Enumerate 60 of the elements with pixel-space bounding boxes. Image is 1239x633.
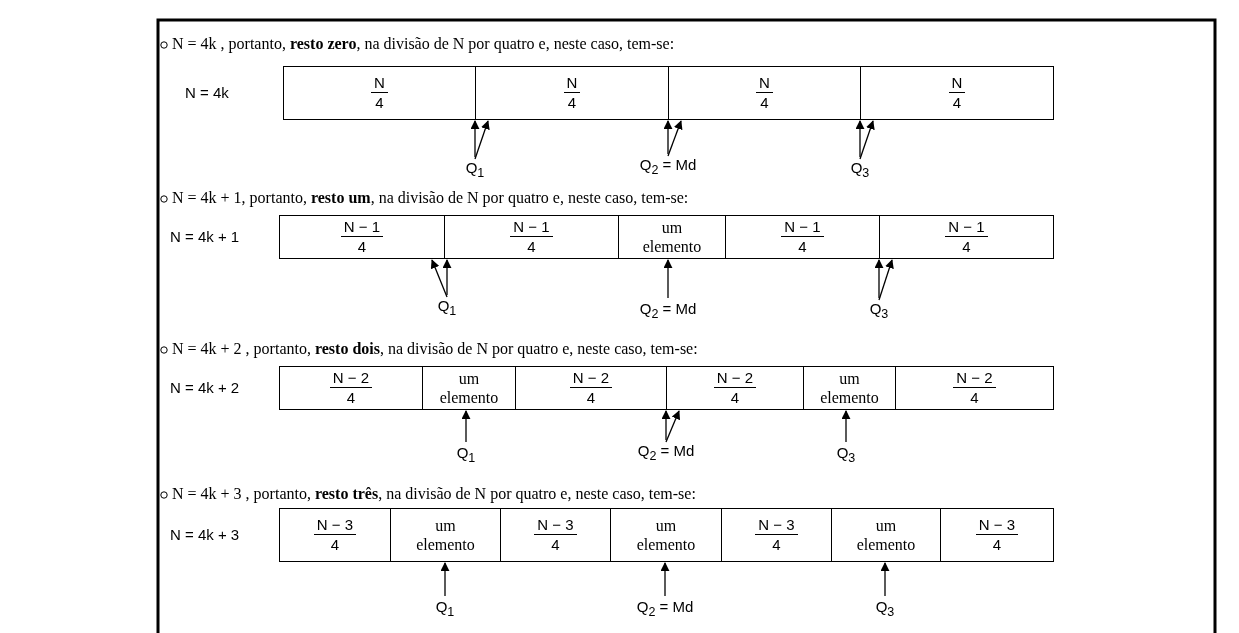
- fraction-cell: N − 1 4: [444, 215, 619, 259]
- fraction-cell: N 4: [860, 66, 1054, 120]
- quartile-label: Q$_{1}$: [437, 295, 457, 320]
- arrow: [663, 259, 673, 299]
- arrow: [855, 120, 865, 158]
- row-label: N = 4k: [185, 84, 229, 102]
- quartile-label: Q$_{1}$: [435, 596, 455, 621]
- fraction-cell: N − 2 4: [666, 366, 804, 410]
- quartile-label: Q$_{2}$ = Md: [639, 154, 697, 179]
- fraction-cell: N 4: [475, 66, 669, 120]
- arrow: [667, 120, 683, 157]
- arrow: [430, 259, 448, 298]
- fraction-cell: N − 3 4: [500, 508, 611, 562]
- fraction-cell: N − 2 4: [515, 366, 667, 410]
- row-label: N = 4k + 3: [170, 526, 240, 544]
- quartile-label: Q$_{3}$: [836, 442, 856, 467]
- text-cell: um elemento: [422, 366, 516, 410]
- fraction-cell: N − 2 4: [895, 366, 1054, 410]
- quartile-label: Q$_{3}$: [875, 596, 895, 621]
- case-heading: N = 4k + 3 , portanto, resto três, na divisão de N por quatro e, neste caso, tem-se:: [172, 485, 696, 503]
- arrow: [663, 120, 673, 155]
- fraction-cell: N − 1 4: [879, 215, 1054, 259]
- text-cell: um elemento: [610, 508, 722, 562]
- arrow: [841, 410, 851, 443]
- quartile-label: Q$_{2}$ = Md: [636, 596, 694, 621]
- row-label: N = 4k + 2: [170, 379, 240, 397]
- fraction-cell: N 4: [283, 66, 476, 120]
- arrow: [874, 259, 884, 299]
- quartile-label: Q$_{2}$ = Md: [637, 440, 695, 465]
- arrow: [474, 120, 490, 160]
- fraction-cell: N − 2 4: [279, 366, 423, 410]
- case-heading: N = 4k , portanto, resto zero, na divisão de N por quatro e, neste caso, tem-se:: [172, 35, 675, 53]
- fraction-cell: N 4: [668, 66, 861, 120]
- quartile-label: Q$_{1}$: [465, 157, 485, 182]
- case-heading: N = 4k + 1, portanto, resto um, na divisão de N por quatro e, neste caso, tem-se:: [172, 189, 689, 207]
- arrow: [859, 120, 875, 160]
- arrow: [661, 410, 671, 441]
- arrow: [660, 562, 670, 597]
- fraction-cell: N − 1 4: [279, 215, 445, 259]
- arrow: [442, 259, 452, 296]
- arrow: [470, 120, 480, 158]
- quartile-label: Q$_{2}$ = Md: [639, 298, 697, 323]
- arrow: [440, 562, 450, 597]
- arrow: [461, 410, 471, 443]
- arrow: [878, 259, 894, 301]
- text-cell: um elemento: [803, 366, 896, 410]
- text-cell: um elemento: [831, 508, 941, 562]
- quartile-label: Q$_{3}$: [850, 157, 870, 182]
- quartile-label: Q$_{3}$: [869, 298, 889, 323]
- quartile-label: Q$_{1}$: [456, 442, 476, 467]
- fraction-cell: N − 1 4: [725, 215, 880, 259]
- case-heading: N = 4k + 2 , portanto, resto dois, na divisão de N por quatro e, neste caso, tem-se:: [172, 340, 698, 358]
- fraction-cell: N − 3 4: [940, 508, 1054, 562]
- fraction-cell: N − 3 4: [721, 508, 832, 562]
- arrow: [665, 410, 680, 443]
- text-cell: um elemento: [390, 508, 501, 562]
- text-cell: um elemento: [618, 215, 726, 259]
- row-label: N = 4k + 1: [170, 228, 240, 246]
- fraction-cell: N − 3 4: [279, 508, 391, 562]
- arrow: [880, 562, 890, 597]
